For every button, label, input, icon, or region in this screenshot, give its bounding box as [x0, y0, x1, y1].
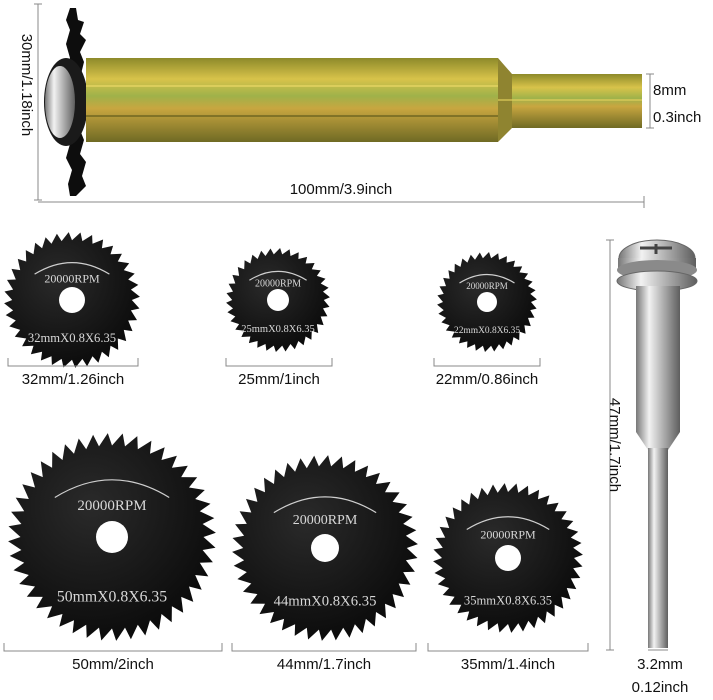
mandrel-assembly [44, 8, 642, 196]
blade-dimension-bracket [7, 358, 139, 367]
blade-spec-label: 22mmX0.8X6.35 [454, 326, 520, 336]
small-mandrel-shank [648, 448, 668, 648]
blade-rpm-label: 20000RPM [293, 513, 358, 528]
rotation-arrow-icon [273, 496, 377, 514]
mandrel-body [86, 58, 498, 142]
blade-size-label: 32mm/1.26inch [22, 371, 125, 388]
blade-rpm-label: 20000RPM [480, 528, 536, 542]
blade-rpm-label: 20000RPM [44, 271, 100, 285]
blade-rpm-label: 20000RPM [466, 281, 508, 291]
blade-dimension-bracket [3, 643, 223, 652]
mandrel-dimensions [34, 3, 654, 208]
blade-dimension-bracket [433, 358, 541, 367]
saw-blade-5: 20000RPM 44mmX0.8X6.35 44mm/1.7inch [231, 455, 418, 673]
saw-blade-3: 20000RPM 22mmX0.8X6.35 22mm/0.86inch [433, 252, 541, 388]
mandrel-height-label: 30mm/1.18inch [18, 34, 35, 137]
mandrel-shank-width-label: 8mm [653, 82, 686, 99]
arbor-hole [311, 534, 339, 562]
small-mandrel-shank-label: 3.2mm [637, 656, 683, 673]
rotation-arrow-icon [249, 270, 307, 281]
arbor-hole [59, 287, 85, 313]
arbor-hole [267, 289, 289, 311]
small-mandrel-body [636, 286, 680, 432]
blade-size-label: 44mm/1.7inch [277, 656, 371, 673]
blades: 20000RPM32mmX0.8X6.3532mm/1.26inch20000R… [3, 232, 589, 673]
blade-spec-label: 50mmX0.8X6.35 [57, 588, 167, 605]
blade-size-label: 35mm/1.4inch [461, 656, 555, 673]
blade-size-label: 50mm/2inch [72, 656, 154, 673]
mandrel-screw-head [45, 66, 75, 138]
blade-spec-label: 35mmX0.8X6.35 [464, 594, 552, 608]
blade-spec-label: 25mmX0.8X6.35 [241, 324, 315, 335]
small-mandrel-shank-inch-label: 0.12inch [632, 679, 689, 696]
rotation-arrow-icon [466, 516, 550, 531]
arbor-hole [477, 292, 497, 312]
saw-blade-2: 20000RPM 25mmX0.8X6.35 25mm/1inch [225, 248, 333, 388]
mandrel-shank-width-inch-label: 0.3inch [653, 109, 701, 126]
rotation-arrow-icon [54, 479, 170, 498]
saw-blade-6: 20000RPM 35mmX0.8X6.35 35mm/1.4inch [427, 483, 589, 673]
blade-size-label: 25mm/1inch [238, 371, 320, 388]
blade-size-label: 22mm/0.86inch [436, 371, 539, 388]
arbor-hole [96, 521, 128, 553]
blade-dimension-bracket [231, 643, 417, 652]
mandrel-length-label: 100mm/3.9inch [290, 181, 393, 198]
blade-spec-label: 32mmX0.8X6.35 [28, 331, 116, 345]
blade-dimension-bracket [225, 358, 333, 367]
rotation-arrow-icon [459, 273, 515, 284]
small-mandrel [616, 239, 698, 648]
saw-blade-4: 20000RPM 50mmX0.8X6.35 50mm/2inch [3, 433, 223, 673]
blade-rpm-label: 20000RPM [255, 278, 301, 289]
saw-blade-1: 20000RPM 32mmX0.8X6.35 32mm/1.26inch [4, 232, 140, 388]
rotation-arrow-icon [34, 262, 110, 275]
small-mandrel-length-label: 47mm/1.7inch [606, 398, 623, 492]
blade-spec-label: 44mmX0.8X6.35 [274, 594, 377, 610]
small-mandrel-dimensions [606, 239, 668, 651]
arbor-hole [495, 545, 521, 571]
blade-dimension-bracket [427, 643, 589, 652]
blade-rpm-label: 20000RPM [77, 498, 146, 514]
